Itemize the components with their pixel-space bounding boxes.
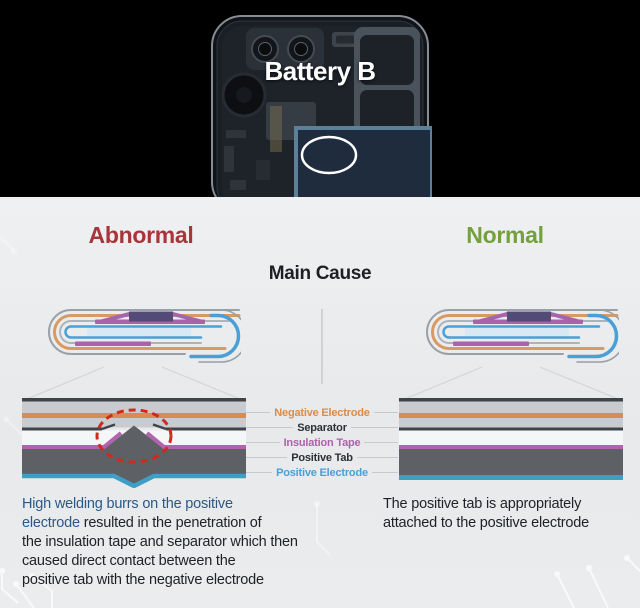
separator-top-layer: [399, 398, 623, 402]
layer-label-insulation-tape: Insulation Tape: [246, 435, 399, 450]
layer-label-separator: Separator: [246, 420, 398, 435]
positive-electrode-layer: [399, 475, 623, 480]
separator-layer-broken: [22, 427, 102, 431]
battery-highlight-box: [294, 126, 432, 197]
burr-highlight-ellipse-icon: [95, 408, 173, 464]
photo-section: Battery B: [0, 0, 640, 197]
battery-title: Battery B: [264, 56, 376, 86]
layer-label-column: Negative Electrode Separator Insulation …: [246, 405, 399, 480]
insulation-tape-layer: [399, 445, 623, 449]
phone-internals-photo: [211, 15, 432, 197]
defect-area-ellipse-icon: [300, 135, 358, 175]
jellyroll-diagram-abnormal: [48, 309, 241, 363]
positive-electrode-layer: [22, 473, 246, 488]
abnormal-title: Abnormal: [88, 222, 194, 248]
negative-electrode-layer: [399, 413, 623, 418]
insulation-tape-layer: [22, 431, 123, 449]
layer-label-positive-tab: Positive Tab: [246, 450, 398, 465]
separator-layer: [399, 427, 623, 431]
abnormal-caption: High welding burrs on the positive elect…: [22, 496, 298, 588]
negative-electrode-layer: [22, 413, 246, 418]
normal-title: Normal: [466, 222, 544, 248]
layer-label-positive-electrode: Positive Electrode: [246, 465, 398, 480]
main-cause-title: Main Cause: [268, 263, 372, 284]
positive-tab-layer-with-burr: [22, 425, 246, 485]
layer-label-negative-electrode: Negative Electrode: [246, 405, 399, 420]
separator-top-layer: [22, 398, 246, 402]
cross-section-normal: [399, 398, 623, 480]
jellyroll-diagram-normal: [426, 309, 619, 363]
diagram-section: Abnormal Normal Main Cause: [0, 197, 640, 608]
normal-caption: The positive tab is appropriately attach…: [383, 496, 590, 531]
positive-tab-layer: [399, 449, 623, 475]
cross-section-abnormal: [22, 398, 246, 488]
